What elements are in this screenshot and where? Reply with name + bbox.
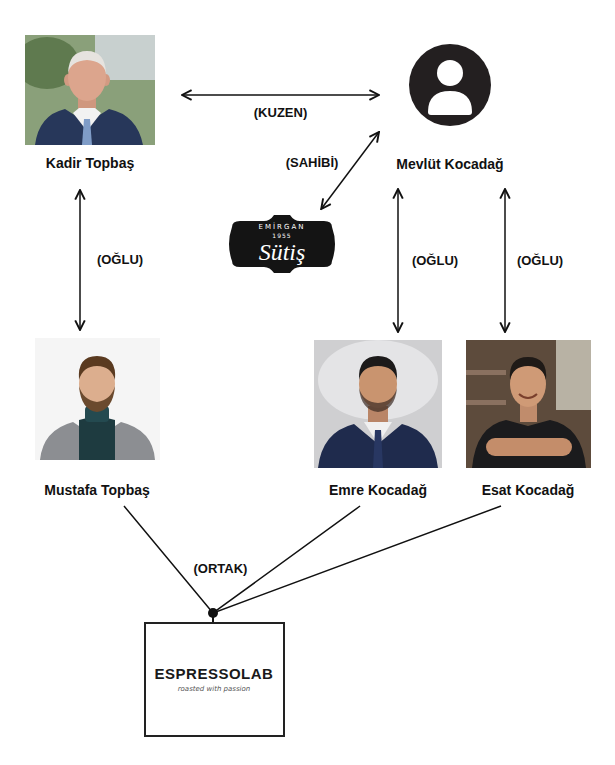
- portrait-photo: [35, 338, 160, 460]
- relation-connector: [213, 506, 501, 622]
- person-node: Mustafa Topbaş: [30, 338, 165, 503]
- portrait-image: [35, 338, 160, 460]
- portrait-image: [25, 35, 155, 145]
- person-name: Mustafa Topbaş: [34, 482, 161, 499]
- person-node: Kadir Topbaş: [20, 35, 160, 176]
- relation-connector: [504, 189, 506, 332]
- logo-badge: EMİRGAN1955Sütiş: [226, 213, 338, 275]
- merge-dot: [208, 608, 218, 618]
- relation-label: (KUZEN): [251, 105, 310, 121]
- person-node: Esat Kocadağ: [461, 340, 596, 503]
- portrait-photo: [314, 340, 442, 468]
- relation-connector: [182, 94, 379, 96]
- portrait-photo: [409, 42, 491, 152]
- relation-connector: [79, 190, 81, 330]
- relation-connector: [321, 132, 379, 209]
- person-name: Emre Kocadağ: [313, 482, 443, 499]
- portrait-image: [409, 44, 491, 126]
- relation-label: (OĞLU): [409, 253, 461, 269]
- badge-shape: [229, 215, 335, 273]
- relation-label: (OĞLU): [94, 252, 146, 268]
- portrait-image: [314, 340, 442, 468]
- portrait-image: [466, 340, 591, 468]
- person-name: Kadir Topbaş: [24, 155, 156, 172]
- person-node: Mevlüt Kocadağ: [385, 42, 515, 177]
- portrait-photo: [25, 35, 155, 145]
- logo-text: EMİRGAN: [259, 223, 306, 232]
- relation-label: (OĞLU): [514, 253, 566, 269]
- person-node: Emre Kocadağ: [309, 340, 447, 503]
- relation-label: (ORTAK): [191, 561, 251, 577]
- portrait-photo: [466, 340, 591, 468]
- logo-subtext: 1955: [272, 232, 291, 239]
- logo-text: ESPRESSOLAB: [155, 665, 274, 683]
- relation-connector: [397, 189, 399, 332]
- logo-subtext: Sütiş: [259, 239, 306, 265]
- logo-subtext: roasted with passion: [178, 685, 251, 694]
- company-box: ESPRESSOLAB roasted with passion: [144, 622, 285, 737]
- person-name: Mevlüt Kocadağ: [389, 156, 511, 173]
- relation-label: (SAHİBİ): [283, 155, 342, 171]
- person-name: Esat Kocadağ: [465, 482, 592, 499]
